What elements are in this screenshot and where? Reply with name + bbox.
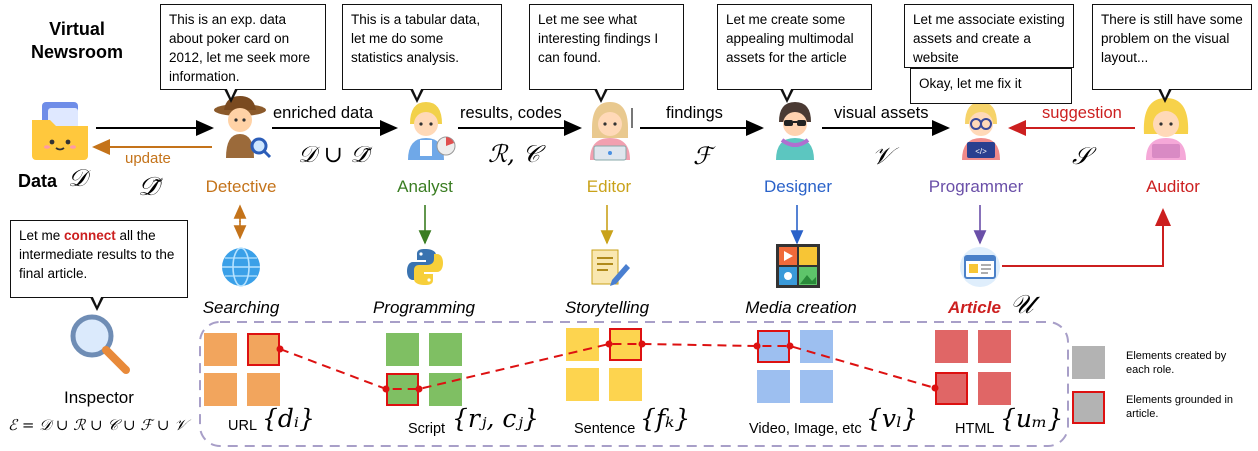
magnifier-icon — [70, 314, 130, 374]
edge-suggestion: suggestion — [1042, 104, 1122, 122]
element-square-html — [978, 372, 1011, 405]
element-square-url — [204, 373, 237, 406]
bubble-auditor: There is still have some problem on the … — [1092, 4, 1252, 90]
activity-article: Article — [948, 298, 1001, 317]
globe-icon — [222, 247, 260, 287]
element-square-script — [386, 333, 419, 366]
element-symbol-url: {dᵢ} — [262, 404, 315, 433]
legend-created-swatch — [1072, 346, 1105, 379]
svg-text:</>: </> — [975, 147, 987, 156]
element-square-html-grounded — [935, 372, 968, 405]
bubble-analyst: This is a tabular data, let me do some s… — [342, 4, 502, 90]
role-analyst: Analyst — [397, 177, 453, 196]
bubble-editor: Let me see what interesting findings I c… — [529, 4, 684, 90]
article-icon — [960, 247, 1000, 287]
data-folder-icon — [32, 102, 88, 160]
auditor-avatar-icon — [1143, 98, 1189, 160]
role-auditor: Auditor — [1146, 177, 1200, 196]
inspector-text-post: all the intermediate results to the fina… — [19, 228, 175, 281]
legend-grounded-text: Elements grounded in article. — [1126, 394, 1234, 420]
bubble-detective: This is an exp. data about poker card on… — [160, 4, 326, 90]
grounding-path — [279, 343, 936, 390]
grounding-dot — [931, 384, 939, 392]
element-square-script — [429, 333, 462, 366]
title-line-1: Virtual — [49, 19, 105, 39]
page-title: Virtual Newsroom — [22, 18, 132, 64]
bubble-programmer-fix: Okay, let me fix it — [910, 68, 1072, 104]
bubble-inspector: Let me connect all the intermediate resu… — [10, 220, 188, 298]
grounding-dot — [605, 340, 613, 348]
data-label: Data — [18, 171, 58, 191]
element-square-url — [247, 373, 280, 406]
title-line-2: Newsroom — [30, 42, 124, 62]
role-inspector: Inspector — [64, 388, 134, 407]
activity-storytelling: Storytelling — [564, 298, 650, 317]
element-label-video: Video, Image, etc — [749, 421, 862, 437]
bubble-designer: Let me create some appealing multimodal … — [717, 4, 872, 90]
element-symbol-script: {rⱼ, cⱼ} — [452, 404, 539, 433]
analyst-avatar-icon — [408, 102, 456, 160]
elements-container — [199, 321, 1069, 447]
element-label-sentence: Sentence — [574, 421, 636, 437]
inspector-keyword: connect — [64, 228, 116, 243]
element-label-script: Script — [408, 421, 446, 437]
element-label-url: URL — [228, 418, 258, 434]
edge-findings-symbol: ℱ — [693, 142, 712, 170]
inspector-formula: ℰ = 𝒟 ∪ ℛ ∪ 𝒞 ∪ ℱ ∪ 𝒱 — [8, 416, 187, 434]
article-symbol: 𝒰 — [1010, 290, 1034, 320]
update-label: update — [125, 150, 171, 167]
element-square-sentence — [609, 368, 642, 401]
role-detective: Detective — [205, 177, 277, 196]
edge-enriched-data: enriched data — [273, 104, 373, 122]
element-square-sentence — [566, 328, 599, 361]
element-symbol-video: {vₗ} — [866, 404, 919, 433]
element-symbol-html: {uₘ} — [1000, 404, 1064, 433]
element-square-url — [204, 333, 237, 366]
legend-created-text: Elements created by each role. — [1126, 350, 1227, 376]
designer-avatar-icon — [776, 102, 814, 160]
element-square-sentence — [566, 368, 599, 401]
element-square-media — [757, 370, 790, 403]
grounding-dot — [638, 340, 646, 348]
editor-avatar-icon — [590, 102, 633, 161]
inspector-text-pre: Let me — [19, 228, 65, 243]
grounding-dot — [753, 342, 761, 350]
grounding-dot — [786, 342, 794, 350]
edge-enriched-symbol: 𝒟 ∪ 𝒟̃ — [298, 142, 369, 168]
edge-suggestion-symbol: 𝒮 — [1072, 142, 1091, 170]
detective-avatar-icon — [214, 96, 272, 159]
storytelling-icon — [591, 249, 630, 286]
role-programmer: Programmer — [928, 177, 1024, 196]
grounding-dot — [382, 385, 390, 393]
edge-visual-symbol: 𝒱 — [872, 142, 892, 170]
arrow-article-to-auditor — [1002, 208, 1171, 267]
activity-media-creation: Media creation — [745, 298, 857, 317]
element-square-html — [978, 330, 1011, 363]
grounding-dot — [276, 345, 284, 353]
activity-programming: Programming — [372, 298, 476, 317]
media-icon — [776, 244, 820, 288]
edge-results-codes: results, codes — [460, 104, 562, 122]
data-symbol: 𝒟 — [68, 164, 88, 192]
programmer-avatar-icon: </> — [962, 102, 1000, 160]
element-square-html — [935, 330, 968, 363]
element-square-media — [800, 370, 833, 403]
role-editor: Editor — [586, 177, 632, 196]
edge-visual-assets: visual assets — [834, 104, 929, 122]
update-symbol: 𝒟̃ — [138, 172, 159, 202]
role-designer: Designer — [763, 177, 833, 196]
python-icon — [407, 249, 443, 285]
element-label-html: HTML — [955, 421, 995, 437]
edge-results-symbol: ℛ, 𝒞 — [488, 140, 540, 168]
activity-searching: Searching — [202, 298, 280, 317]
legend-grounded-swatch — [1072, 391, 1105, 424]
bubble-programmer: Let me associate existing assets and cre… — [904, 4, 1074, 68]
element-symbol-sentence: {fₖ} — [640, 404, 691, 433]
grounding-dot — [415, 385, 423, 393]
edge-findings: findings — [666, 104, 723, 122]
element-square-script — [429, 373, 462, 406]
